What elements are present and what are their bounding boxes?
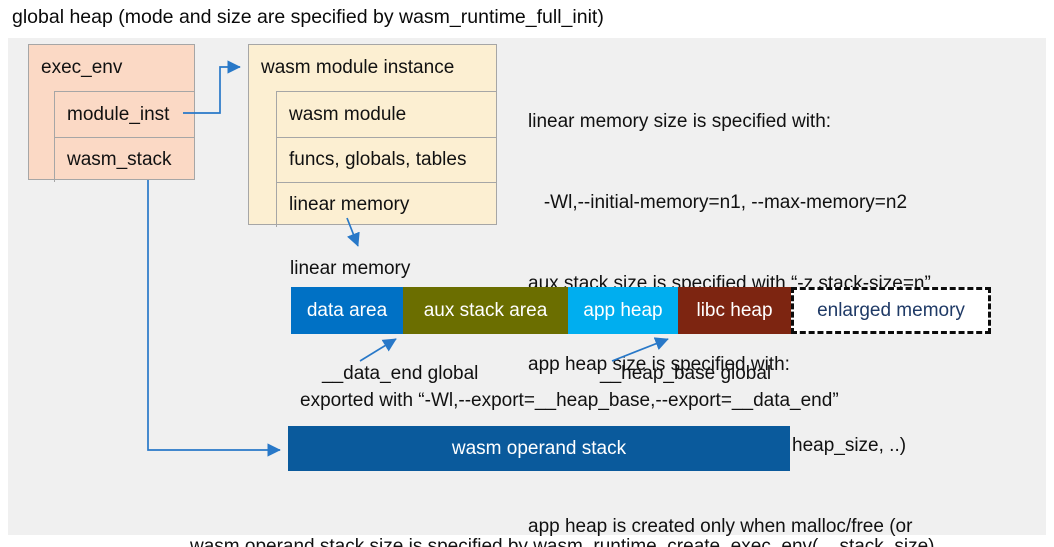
module-instance-box: wasm module instance wasm module funcs, … xyxy=(248,44,497,227)
exec-env-row-wasm-stack: wasm_stack xyxy=(55,137,194,182)
exec-env-row-module-inst: module_inst xyxy=(67,103,170,125)
data-end-global-label: __data_end global xyxy=(322,363,479,384)
wasm-operand-stack-bar: wasm operand stack xyxy=(288,426,790,471)
linear-memory-bar: data area aux stack area app heap libc h… xyxy=(291,287,991,334)
segment-data-area: data area xyxy=(291,287,403,334)
heap-base-global-label: __heap_base global xyxy=(600,363,772,384)
segment-libc-heap: libc heap xyxy=(678,287,791,334)
note-line: -Wl,--initial-memory=n1, --max-memory=n2 xyxy=(528,192,908,213)
exported-with-label: exported with “-Wl,--export=__heap_base,… xyxy=(300,390,839,411)
segment-app-heap: app heap xyxy=(568,287,678,334)
note-line: linear memory size is specified with: xyxy=(528,111,832,132)
segment-aux-stack-area: aux stack area xyxy=(403,287,568,334)
module-instance-row-funcs-globals-tables: funcs, globals, tables xyxy=(277,137,496,182)
note-line: app heap is created only when malloc/fre… xyxy=(528,516,913,537)
page-title: global heap (mode and size are specified… xyxy=(12,6,604,28)
bottom-note-line: wasm operand stack size is specified by … xyxy=(190,536,935,547)
module-instance-row-wasm-module: wasm module xyxy=(289,103,407,125)
module-instance-row-linear-memory: linear memory xyxy=(277,182,496,227)
exec-env-title: exec_env xyxy=(41,57,123,78)
bottom-note: wasm operand stack size is specified by … xyxy=(190,482,1040,547)
linear-memory-label: linear memory xyxy=(290,258,411,279)
exec-env-box: exec_env module_inst wasm_stack xyxy=(28,44,195,182)
segment-enlarged-memory: enlarged memory xyxy=(791,287,991,334)
module-instance-title: wasm module instance xyxy=(261,57,455,78)
